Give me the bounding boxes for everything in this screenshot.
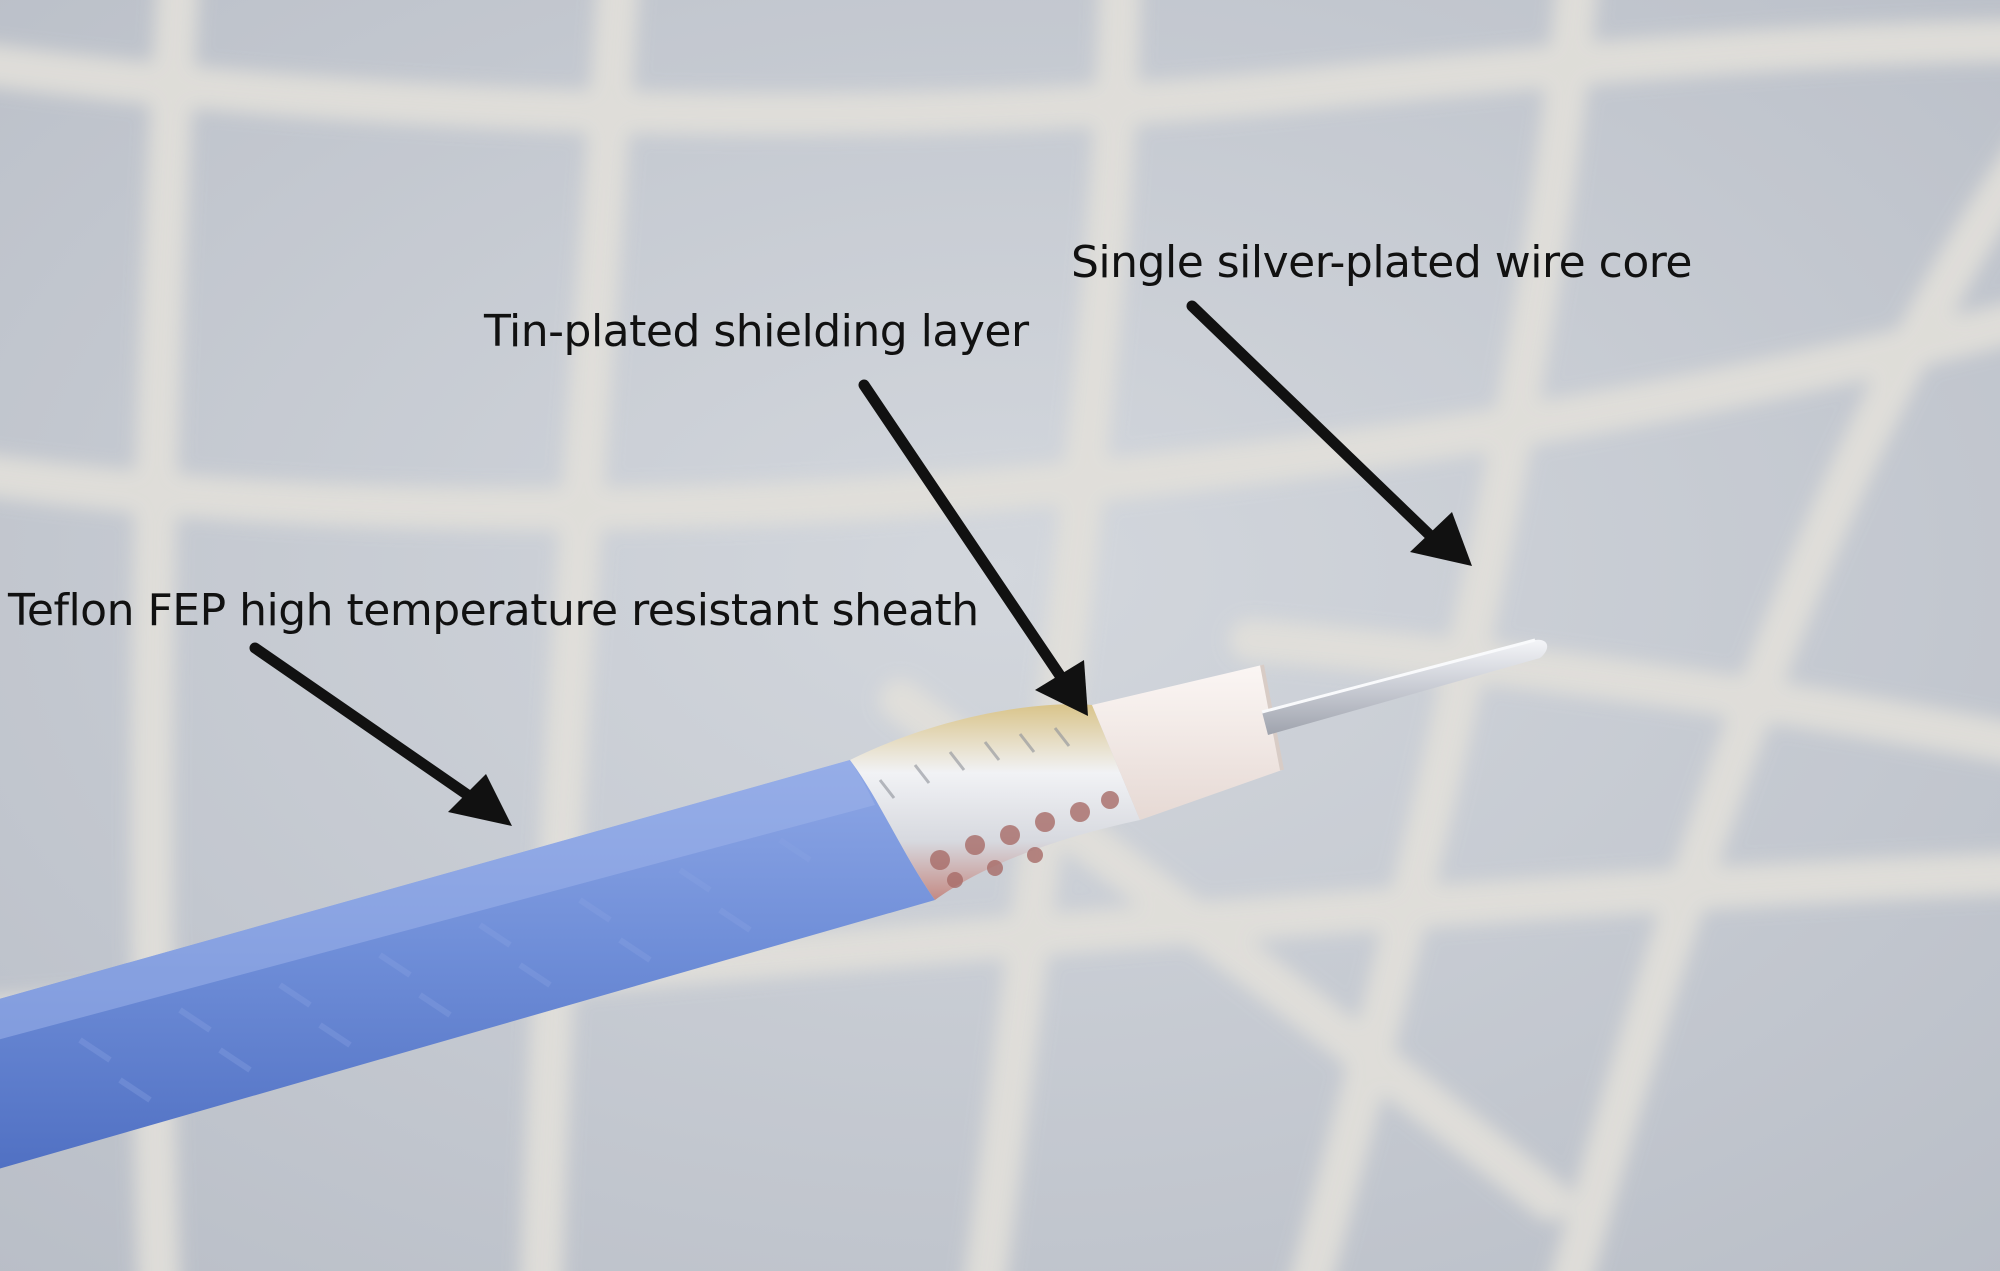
core-callout-label: Single silver-plated wire core (1071, 237, 1692, 288)
shield-callout-label: Tin-plated shielding layer (484, 306, 1029, 357)
sheath-callout-label: Teflon FEP high temperature resistant sh… (8, 585, 979, 636)
